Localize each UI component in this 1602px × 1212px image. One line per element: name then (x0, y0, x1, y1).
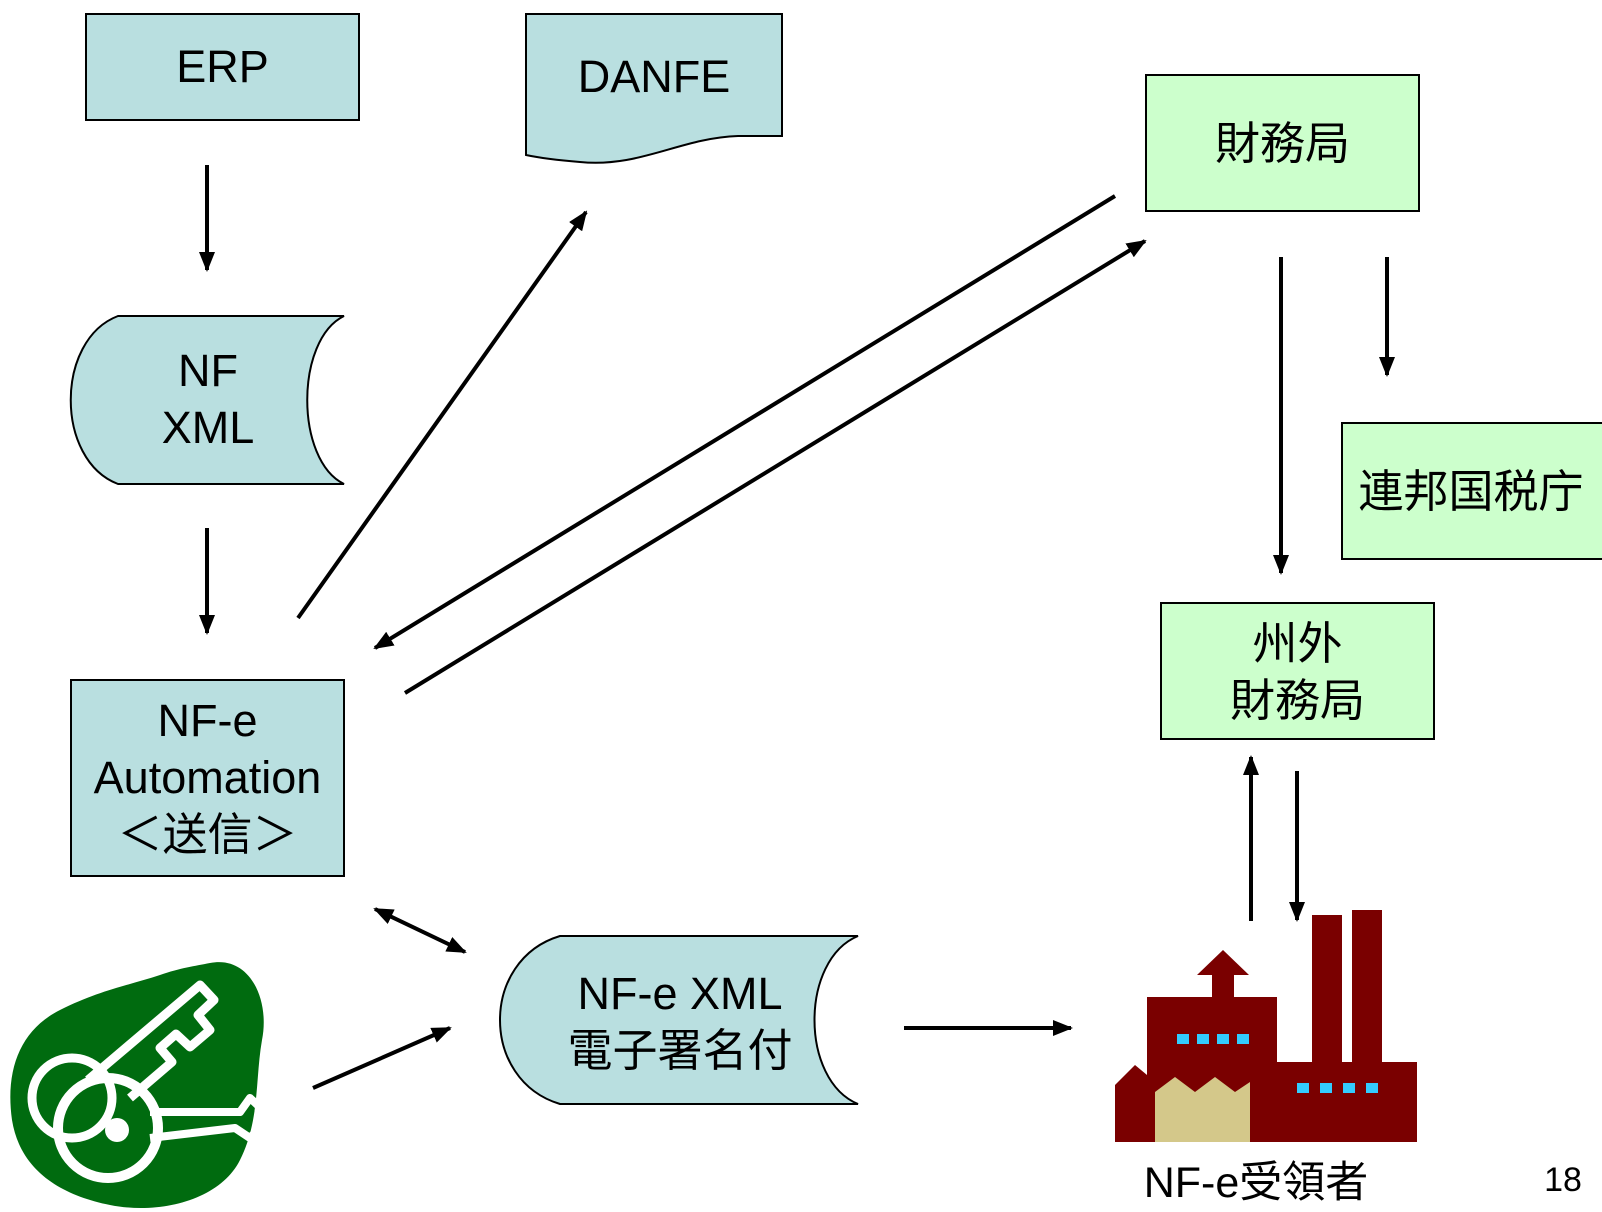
arrow-key-to-signed-xml (312, 1026, 452, 1090)
arrow-automation-to-bureau (403, 239, 1147, 695)
nf-xml-label-line-2: XML (161, 402, 255, 453)
page-number: 18 (1544, 1161, 1582, 1199)
nfe-automation-label-line-1: NF-e (157, 695, 258, 746)
danfe-label: DANFE (577, 51, 731, 102)
signed-xml-label-line-1: NF-e XML (577, 968, 783, 1019)
arrow-automation-to-danfe (296, 210, 588, 620)
finance-bureau-label: 財務局 (1214, 118, 1350, 169)
signed-xml-storage-shape (499, 935, 859, 1105)
signed-xml-label: NF-e XML 電子署名付 (530, 965, 830, 1079)
finance-bureau-box (1145, 74, 1420, 212)
federal-tax-office-box (1341, 422, 1602, 560)
out-of-state-bureau-label-line-1: 州外 (1252, 618, 1343, 669)
nf-xml-storage-shape (69, 315, 345, 485)
signed-xml-label-line-2: 電子署名付 (567, 1025, 793, 1076)
nfe-automation-label: NF-e Automation ＜送信＞ (71, 692, 344, 863)
out-of-state-bureau-label: 州外 財務局 (1161, 615, 1434, 729)
arrow-automation-signed-xml-bidirectional (373, 907, 467, 954)
recipient-label: NF-e受領者 (1143, 1159, 1369, 1207)
erp-label: ERP (176, 41, 269, 92)
nfe-automation-label-line-3: ＜送信＞ (117, 809, 298, 860)
nf-xml-label: NF XML (108, 342, 308, 456)
out-of-state-bureau-label-line-2: 財務局 (1229, 675, 1365, 726)
out-of-state-bureau-box (1160, 602, 1435, 740)
danfe-document-shape (525, 13, 783, 164)
nfe-automation-box (70, 679, 345, 877)
digital-certificate-key-icon (10, 962, 302, 1208)
arrow-bureau-to-automation (373, 194, 1117, 650)
erp-box (85, 13, 360, 121)
factory-icon (1115, 910, 1417, 1142)
nf-xml-label-line-1: NF (178, 345, 238, 396)
federal-tax-office-label: 連邦国税庁 (1358, 466, 1584, 517)
nfe-automation-label-line-2: Automation (93, 752, 322, 803)
